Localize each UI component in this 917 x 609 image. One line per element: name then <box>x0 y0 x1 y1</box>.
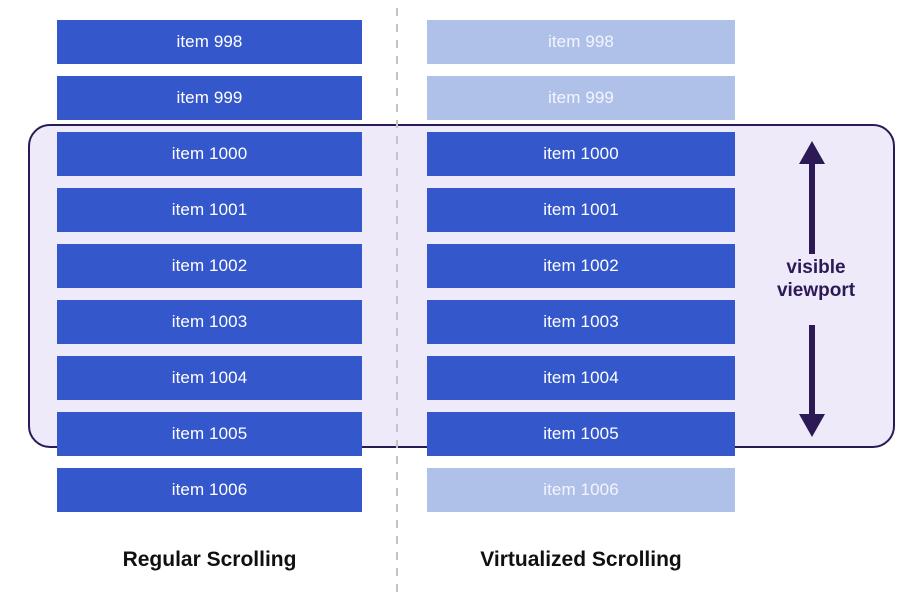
visible-viewport-label-line1: visible <box>786 257 846 278</box>
list-item: item 999 <box>427 76 735 120</box>
double-arrow-icon <box>799 141 825 437</box>
list-item: item 1005 <box>57 412 362 456</box>
column-divider <box>396 8 398 600</box>
virtualized-scrolling-caption: Virtualized Scrolling <box>480 548 682 571</box>
visible-viewport-label-line2: viewport <box>776 280 856 301</box>
list-item: item 1006 <box>427 468 735 512</box>
list-item: item 1005 <box>427 412 735 456</box>
list-item: item 1002 <box>57 244 362 288</box>
list-item: item 998 <box>57 20 362 64</box>
list-item: item 1004 <box>57 356 362 400</box>
list-item: item 999 <box>57 76 362 120</box>
list-item: item 1000 <box>57 132 362 176</box>
list-item: item 1001 <box>427 188 735 232</box>
list-item: item 1003 <box>57 300 362 344</box>
list-item: item 1000 <box>427 132 735 176</box>
list-item: item 1002 <box>427 244 735 288</box>
viewport-extent-arrow <box>769 138 861 440</box>
list-item: item 998 <box>427 20 735 64</box>
visible-viewport-label: visible viewport <box>760 256 872 302</box>
list-item: item 1003 <box>427 300 735 344</box>
list-item: item 1006 <box>57 468 362 512</box>
list-item: item 1001 <box>57 188 362 232</box>
regular-scrolling-caption: Regular Scrolling <box>122 548 297 571</box>
list-item: item 1004 <box>427 356 735 400</box>
